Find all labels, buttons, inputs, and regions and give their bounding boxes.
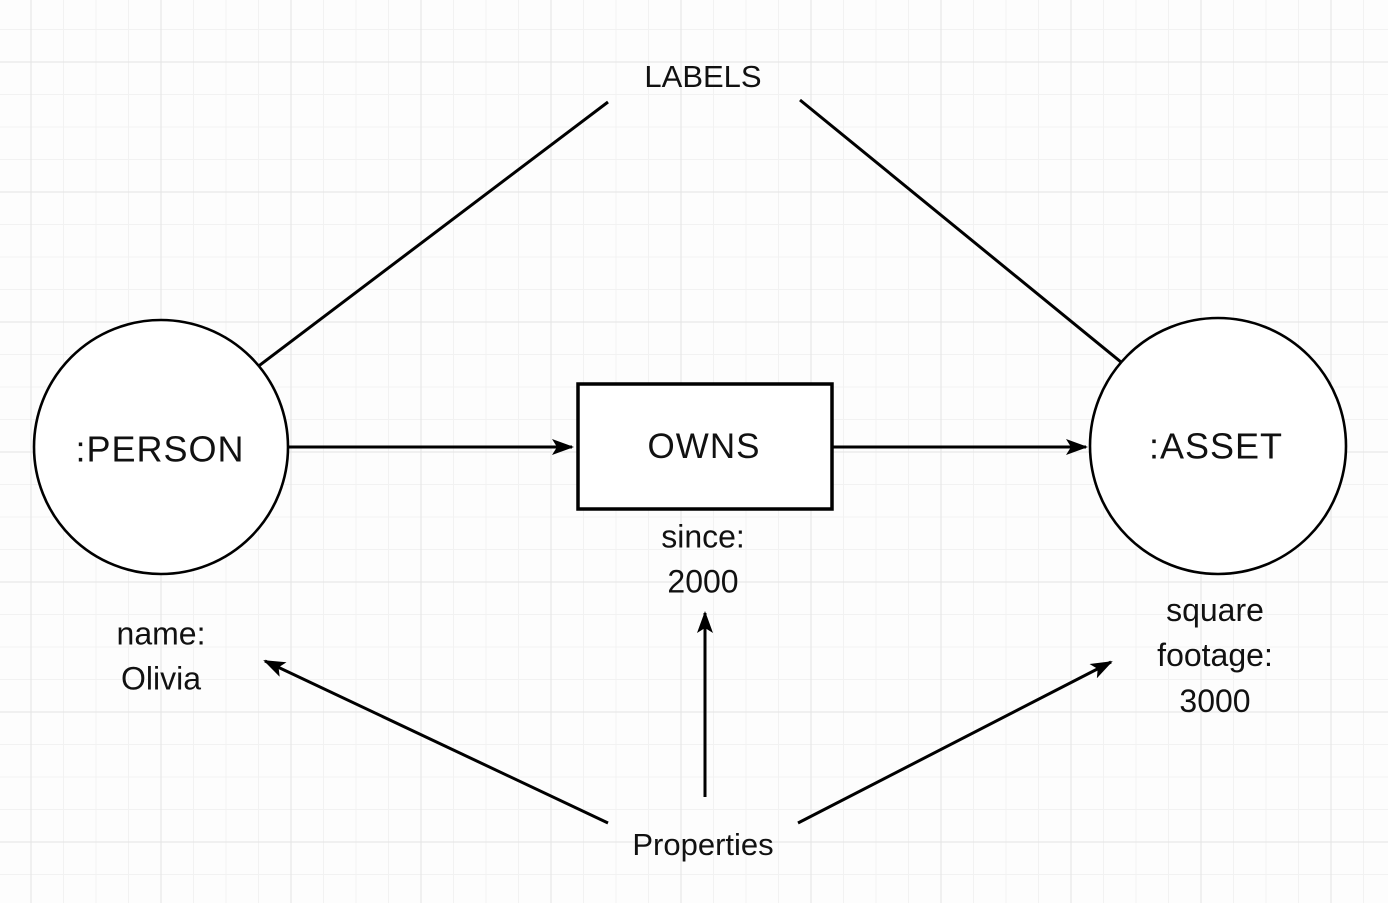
owns-relationship-label: OWNS	[647, 427, 761, 467]
person-node-circle	[32, 318, 290, 576]
owns-property-text: since: 2000	[661, 518, 745, 600]
person-node-label: :PERSON	[75, 428, 245, 470]
asset-node-circle	[1088, 316, 1348, 576]
properties-annotation: Properties	[632, 826, 774, 862]
labels-annotation: LABELS	[644, 58, 762, 94]
asset-node-label: :ASSET	[1148, 425, 1284, 467]
person-property-text: name: Olivia	[116, 615, 206, 697]
properties-to-footage-arrow	[797, 660, 1113, 825]
owns-relationship-box	[576, 382, 834, 511]
labels-to-asset-arrow	[799, 98, 1178, 409]
asset-property-text: square footage: 3000	[1157, 591, 1273, 719]
labels-to-person-arrow	[201, 100, 609, 410]
properties-to-name-arrow	[263, 659, 609, 825]
